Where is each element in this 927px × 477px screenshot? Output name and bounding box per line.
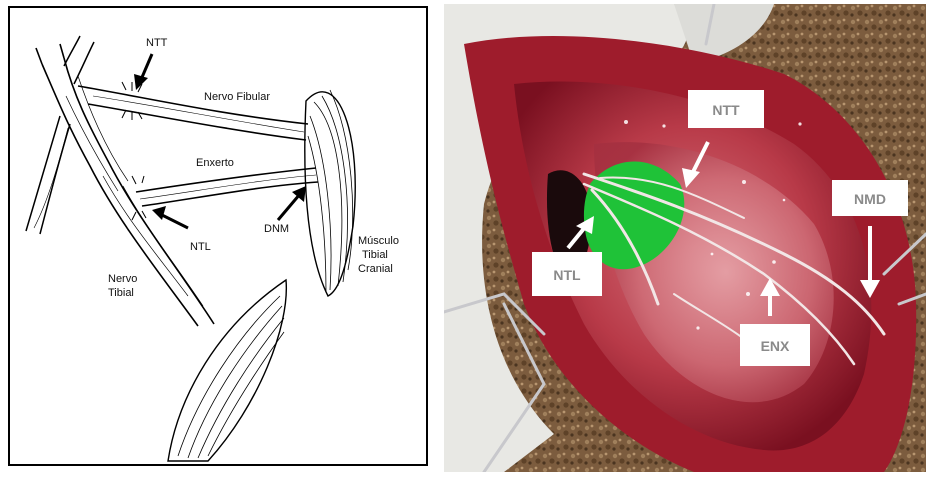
diagram-svg: NTT Nervo Fibular Enxerto DNM NTL Nervo … xyxy=(8,6,428,466)
svg-text:NTL: NTL xyxy=(553,267,581,283)
photo-label-nmd: NMD xyxy=(832,180,908,216)
label-musculo: Músculo xyxy=(358,235,399,247)
label-ntl: NTL xyxy=(190,241,211,253)
label-enxerto: Enxerto xyxy=(196,157,234,169)
svg-text:NTT: NTT xyxy=(712,102,740,118)
label-dnm: DNM xyxy=(264,223,289,235)
surgical-photo: NTT NTL NMD ENX xyxy=(444,4,926,472)
nerve-graft-diagram: NTT Nervo Fibular Enxerto DNM NTL Nervo … xyxy=(8,6,428,466)
photo-label-ntt: NTT xyxy=(688,90,764,128)
label-cranial: Cranial xyxy=(358,263,393,275)
label-tibial: Tibial xyxy=(108,287,134,299)
svg-text:NMD: NMD xyxy=(854,191,886,207)
svg-text:ENX: ENX xyxy=(761,338,790,354)
photo-label-ntl: NTL xyxy=(532,252,602,296)
label-ntt: NTT xyxy=(146,37,168,49)
label-musculo-tibial: Tibial xyxy=(362,249,388,261)
photo-label-enx: ENX xyxy=(740,324,810,366)
label-nervo-fibular: Nervo Fibular xyxy=(204,91,270,103)
photo-svg: NTT NTL NMD ENX xyxy=(444,4,926,472)
label-nervo: Nervo xyxy=(108,273,137,285)
